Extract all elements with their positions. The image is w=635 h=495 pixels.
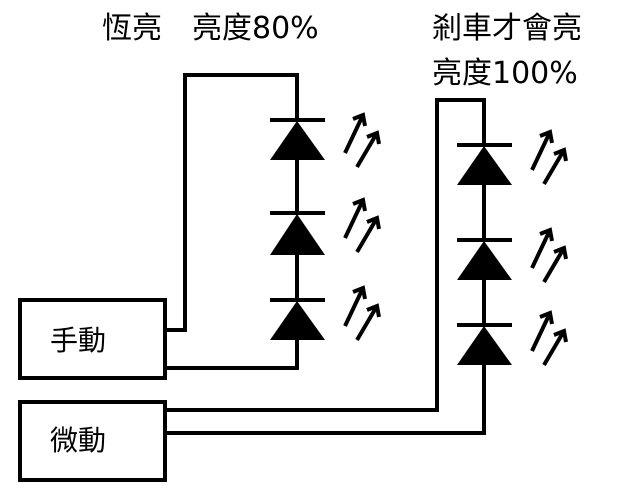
brake-on-label: 剎車才會亮 — [432, 11, 582, 46]
wire-right-bottom — [163, 363, 486, 435]
constant-on-label: 恆亮 亮度80% — [102, 11, 319, 46]
light-emission-arrows-icon — [530, 311, 568, 367]
led-string-left — [270, 118, 325, 340]
led-diode-icon — [457, 143, 512, 240]
light-emission-arrows-icon — [530, 228, 568, 284]
led-diode-icon — [270, 298, 325, 340]
led-diode-icon — [270, 118, 325, 213]
manual-switch-label: 手動 — [50, 324, 107, 357]
wire-left-bottom — [163, 338, 299, 370]
led-diode-icon — [270, 211, 325, 300]
brake-brightness-label: 亮度100% — [432, 56, 578, 91]
manual-switch-box — [18, 298, 167, 380]
led-diode-icon — [457, 238, 512, 325]
micro-switch-box — [18, 400, 167, 482]
wire-left-top — [163, 73, 299, 332]
light-emission-arrows-icon — [343, 198, 381, 254]
micro-switch-label: 微動 — [50, 424, 107, 457]
led-diode-icon — [457, 323, 512, 365]
led-string-right — [457, 143, 512, 365]
light-emission-arrows-icon — [343, 286, 381, 342]
light-emission-arrows-icon — [530, 130, 568, 186]
light-emission-arrows-icon — [343, 113, 381, 169]
wire-right-top — [163, 98, 486, 412]
